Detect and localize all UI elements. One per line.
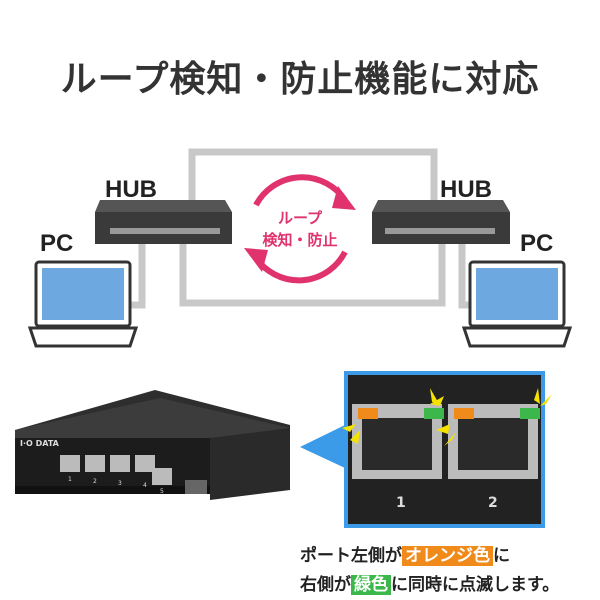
caption-text: 右側が xyxy=(300,575,351,595)
zoom-port-number: 2 xyxy=(488,495,498,511)
pc-left-icon xyxy=(27,260,139,348)
port-number: 3 xyxy=(118,480,122,487)
green-highlight: 緑色 xyxy=(351,575,391,595)
caption-text: に同時に点滅します。 xyxy=(391,575,560,595)
caption-line1: ポート左側がオレンジ色に xyxy=(300,541,510,566)
led-green xyxy=(520,408,540,419)
port-number: 1 xyxy=(68,476,72,483)
pc-left-label: PC xyxy=(40,230,74,257)
port-number: 5 xyxy=(160,488,164,495)
switch-device-image xyxy=(15,390,290,500)
loop-arrows-icon xyxy=(253,174,348,284)
port-number: 2 xyxy=(93,478,97,485)
caption-text: に xyxy=(493,546,510,566)
hub-left-icon xyxy=(95,200,232,244)
loop-label-line1: ループ xyxy=(277,209,323,227)
callout-pointer xyxy=(300,425,345,468)
port-zoom-panel xyxy=(342,371,552,528)
hub-right-icon xyxy=(372,200,510,244)
caption-line2: 右側が緑色に同時に点滅します。 xyxy=(300,570,559,595)
loop-label: ループ 検知・防止 xyxy=(240,207,360,251)
hub-right-label: HUB xyxy=(440,176,492,203)
port-number: 4 xyxy=(143,482,147,489)
hub-left-label: HUB xyxy=(105,176,157,203)
page-title: ループ検知・防止機能に対応 xyxy=(60,59,540,100)
zoom-port-number: 1 xyxy=(396,495,406,511)
pc-right-icon xyxy=(461,260,573,348)
blink-marks xyxy=(342,388,552,446)
led-orange xyxy=(358,408,378,419)
led-orange xyxy=(454,408,474,419)
device-brand: I·O DATA xyxy=(20,439,60,448)
caption-text: ポート左側が xyxy=(300,546,402,566)
loop-label-line2: 検知・防止 xyxy=(262,231,338,249)
pc-right-label: PC xyxy=(520,230,554,257)
orange-highlight: オレンジ色 xyxy=(402,546,493,566)
loop-cable xyxy=(128,148,474,309)
led-green xyxy=(424,408,444,419)
